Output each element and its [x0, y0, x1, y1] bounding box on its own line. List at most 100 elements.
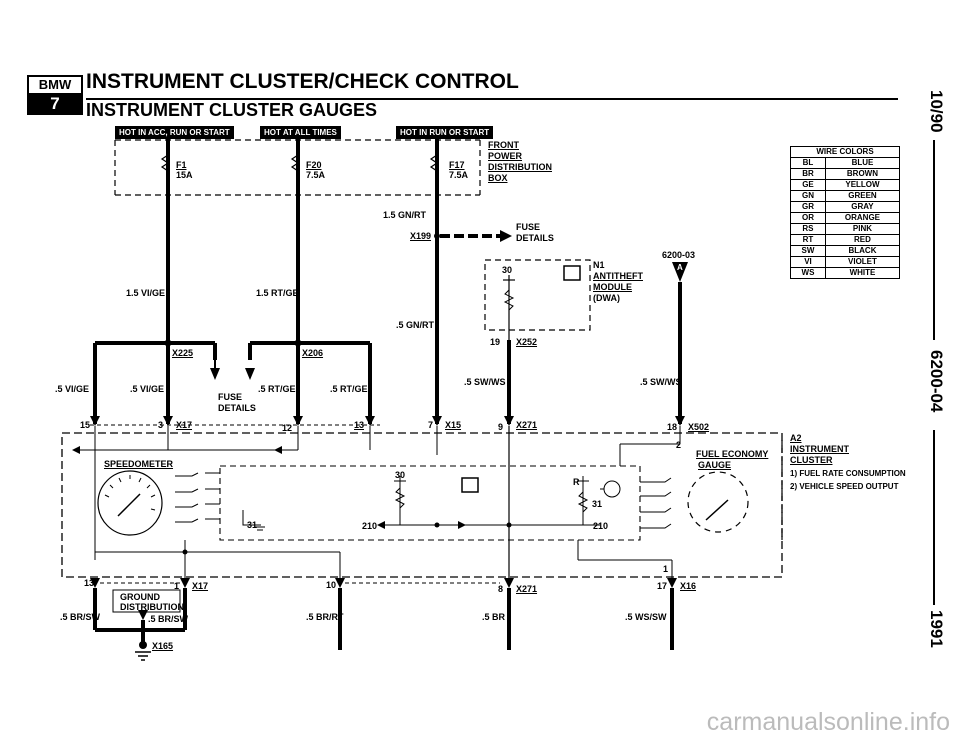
badge-hot-run: HOT IN RUN OR START: [396, 126, 494, 139]
color-code: BR: [790, 168, 826, 180]
connector-x271-top: X271: [516, 420, 538, 430]
wire-rt-ge-05-a: .5 RT/GE: [258, 384, 296, 394]
color-code: SW: [790, 245, 826, 257]
fuse-details-2: DETAILS: [516, 233, 554, 243]
connector-x225: X225: [172, 348, 194, 358]
connector-x17-top: X17: [176, 420, 193, 430]
page-subtitle: INSTRUMENT CLUSTER GAUGES: [86, 100, 378, 120]
wire-rt-ge-05-b: .5 RT/GE: [330, 384, 368, 394]
connector-x16: X16: [680, 581, 697, 591]
pin-9: 9: [498, 422, 504, 432]
color-name: RED: [824, 234, 901, 246]
front-power-label-3: DISTRIBUTION: [488, 162, 552, 172]
connector-x165: X165: [152, 641, 174, 651]
pin-30-antitheft: 30: [502, 265, 513, 275]
wire-ws-sw: .5 WS/SW: [625, 612, 667, 622]
ref-a: A: [677, 263, 683, 272]
pin-2: 2: [676, 440, 682, 450]
wire-vi-ge-15: 1.5 VI/GE: [126, 288, 166, 298]
color-name: ORANGE: [824, 212, 901, 224]
connector-x252: X252: [516, 337, 538, 347]
color-name: BROWN: [824, 168, 901, 180]
ground-label-2: DISTRIBUTION: [120, 602, 184, 612]
wire-vi-ge-05-a: .5 VI/GE: [55, 384, 90, 394]
pin-18: 18: [667, 422, 678, 432]
antitheft-label-1: ANTITHEFT: [593, 271, 643, 281]
speedometer-label: SPEEDOMETER: [104, 459, 174, 469]
pin-30-cluster: 30: [395, 470, 406, 480]
pin-17: 17: [657, 581, 668, 591]
connector-x199: X199: [410, 231, 432, 241]
fuse-details-4: DETAILS: [218, 403, 256, 413]
front-power-label-2: POWER: [488, 151, 523, 161]
pin-31-b: 31: [592, 499, 603, 509]
wire-rt-ge-15: 1.5 RT/GE: [256, 288, 299, 298]
badge-hot-acc: HOT IN ACC, RUN OR START: [115, 126, 234, 139]
antitheft-n1: N1: [593, 260, 605, 270]
pin-13-bottom: 13: [84, 578, 95, 588]
pin-31-a: 31: [247, 520, 258, 530]
color-name: BLUE: [824, 157, 901, 169]
a2-label-2: CLUSTER: [790, 455, 833, 465]
connector-x17-bottom: X17: [192, 581, 209, 591]
pin-7: 7: [428, 420, 434, 430]
wire-br-sw-a: .5 BR/SW: [60, 612, 101, 622]
pin-1: 1: [663, 564, 669, 574]
page-title: INSTRUMENT CLUSTER/CHECK CONTROL: [86, 70, 519, 93]
fuse-f17-name: F17: [449, 160, 465, 170]
fuse-f20-name: F20: [306, 160, 322, 170]
pin-210-b: 210: [593, 521, 609, 531]
fuse-f1-amp: 15A: [176, 170, 193, 180]
title-rule: [86, 98, 898, 100]
pin-3: 3: [158, 420, 164, 430]
color-code: GE: [790, 179, 826, 191]
pin-210-a: 210: [362, 521, 378, 531]
antitheft-label-2: MODULE: [593, 282, 632, 292]
wire-vi-ge-05-b: .5 VI/GE: [130, 384, 165, 394]
antitheft-label-3: (DWA): [593, 293, 620, 303]
note-1: 1) FUEL RATE CONSUMPTION: [790, 469, 906, 478]
ground-label-1: GROUND: [120, 592, 160, 602]
wire-gn-rt-15: 1.5 GN/RT: [383, 210, 427, 220]
fuse-details-1: FUSE: [516, 222, 541, 232]
pin-1-bottom: 1: [174, 581, 180, 591]
note-2: 2) VEHICLE SPEED OUTPUT: [790, 482, 899, 491]
color-code: VI: [790, 256, 826, 268]
fuse-details-3: FUSE: [218, 392, 243, 402]
wire-br-rt: .5 BR/RT: [306, 612, 344, 622]
color-name: YELLOW: [824, 179, 901, 191]
connector-x271-bottom: X271: [516, 584, 538, 594]
connector-x15: X15: [445, 420, 462, 430]
badge-hot-all: HOT AT ALL TIMES: [260, 126, 341, 139]
color-name: VIOLET: [824, 256, 901, 268]
color-code: GR: [790, 201, 826, 213]
connector-x502: X502: [688, 422, 710, 432]
a2-label: A2: [790, 433, 802, 443]
pin-r: R: [573, 477, 580, 487]
a2-label-1: INSTRUMENT: [790, 444, 849, 454]
color-name: GRAY: [824, 201, 901, 213]
pin-12: 12: [282, 423, 293, 433]
fuel-economy-label-1: FUEL ECONOMY: [696, 449, 769, 459]
pin-8: 8: [498, 584, 504, 594]
pin-19: 19: [490, 337, 501, 347]
front-power-label-4: BOX: [488, 173, 508, 183]
fuse-f20-amp: 7.5A: [306, 170, 326, 180]
wire-sw-ws-a: .5 SW/WS: [464, 377, 506, 387]
pin-13-top: 13: [354, 420, 365, 430]
logo-top: BMW: [29, 77, 81, 95]
bmw-logo: BMW 7: [27, 75, 83, 115]
connector-x206: X206: [302, 348, 324, 358]
color-name: WHITE: [824, 267, 901, 279]
